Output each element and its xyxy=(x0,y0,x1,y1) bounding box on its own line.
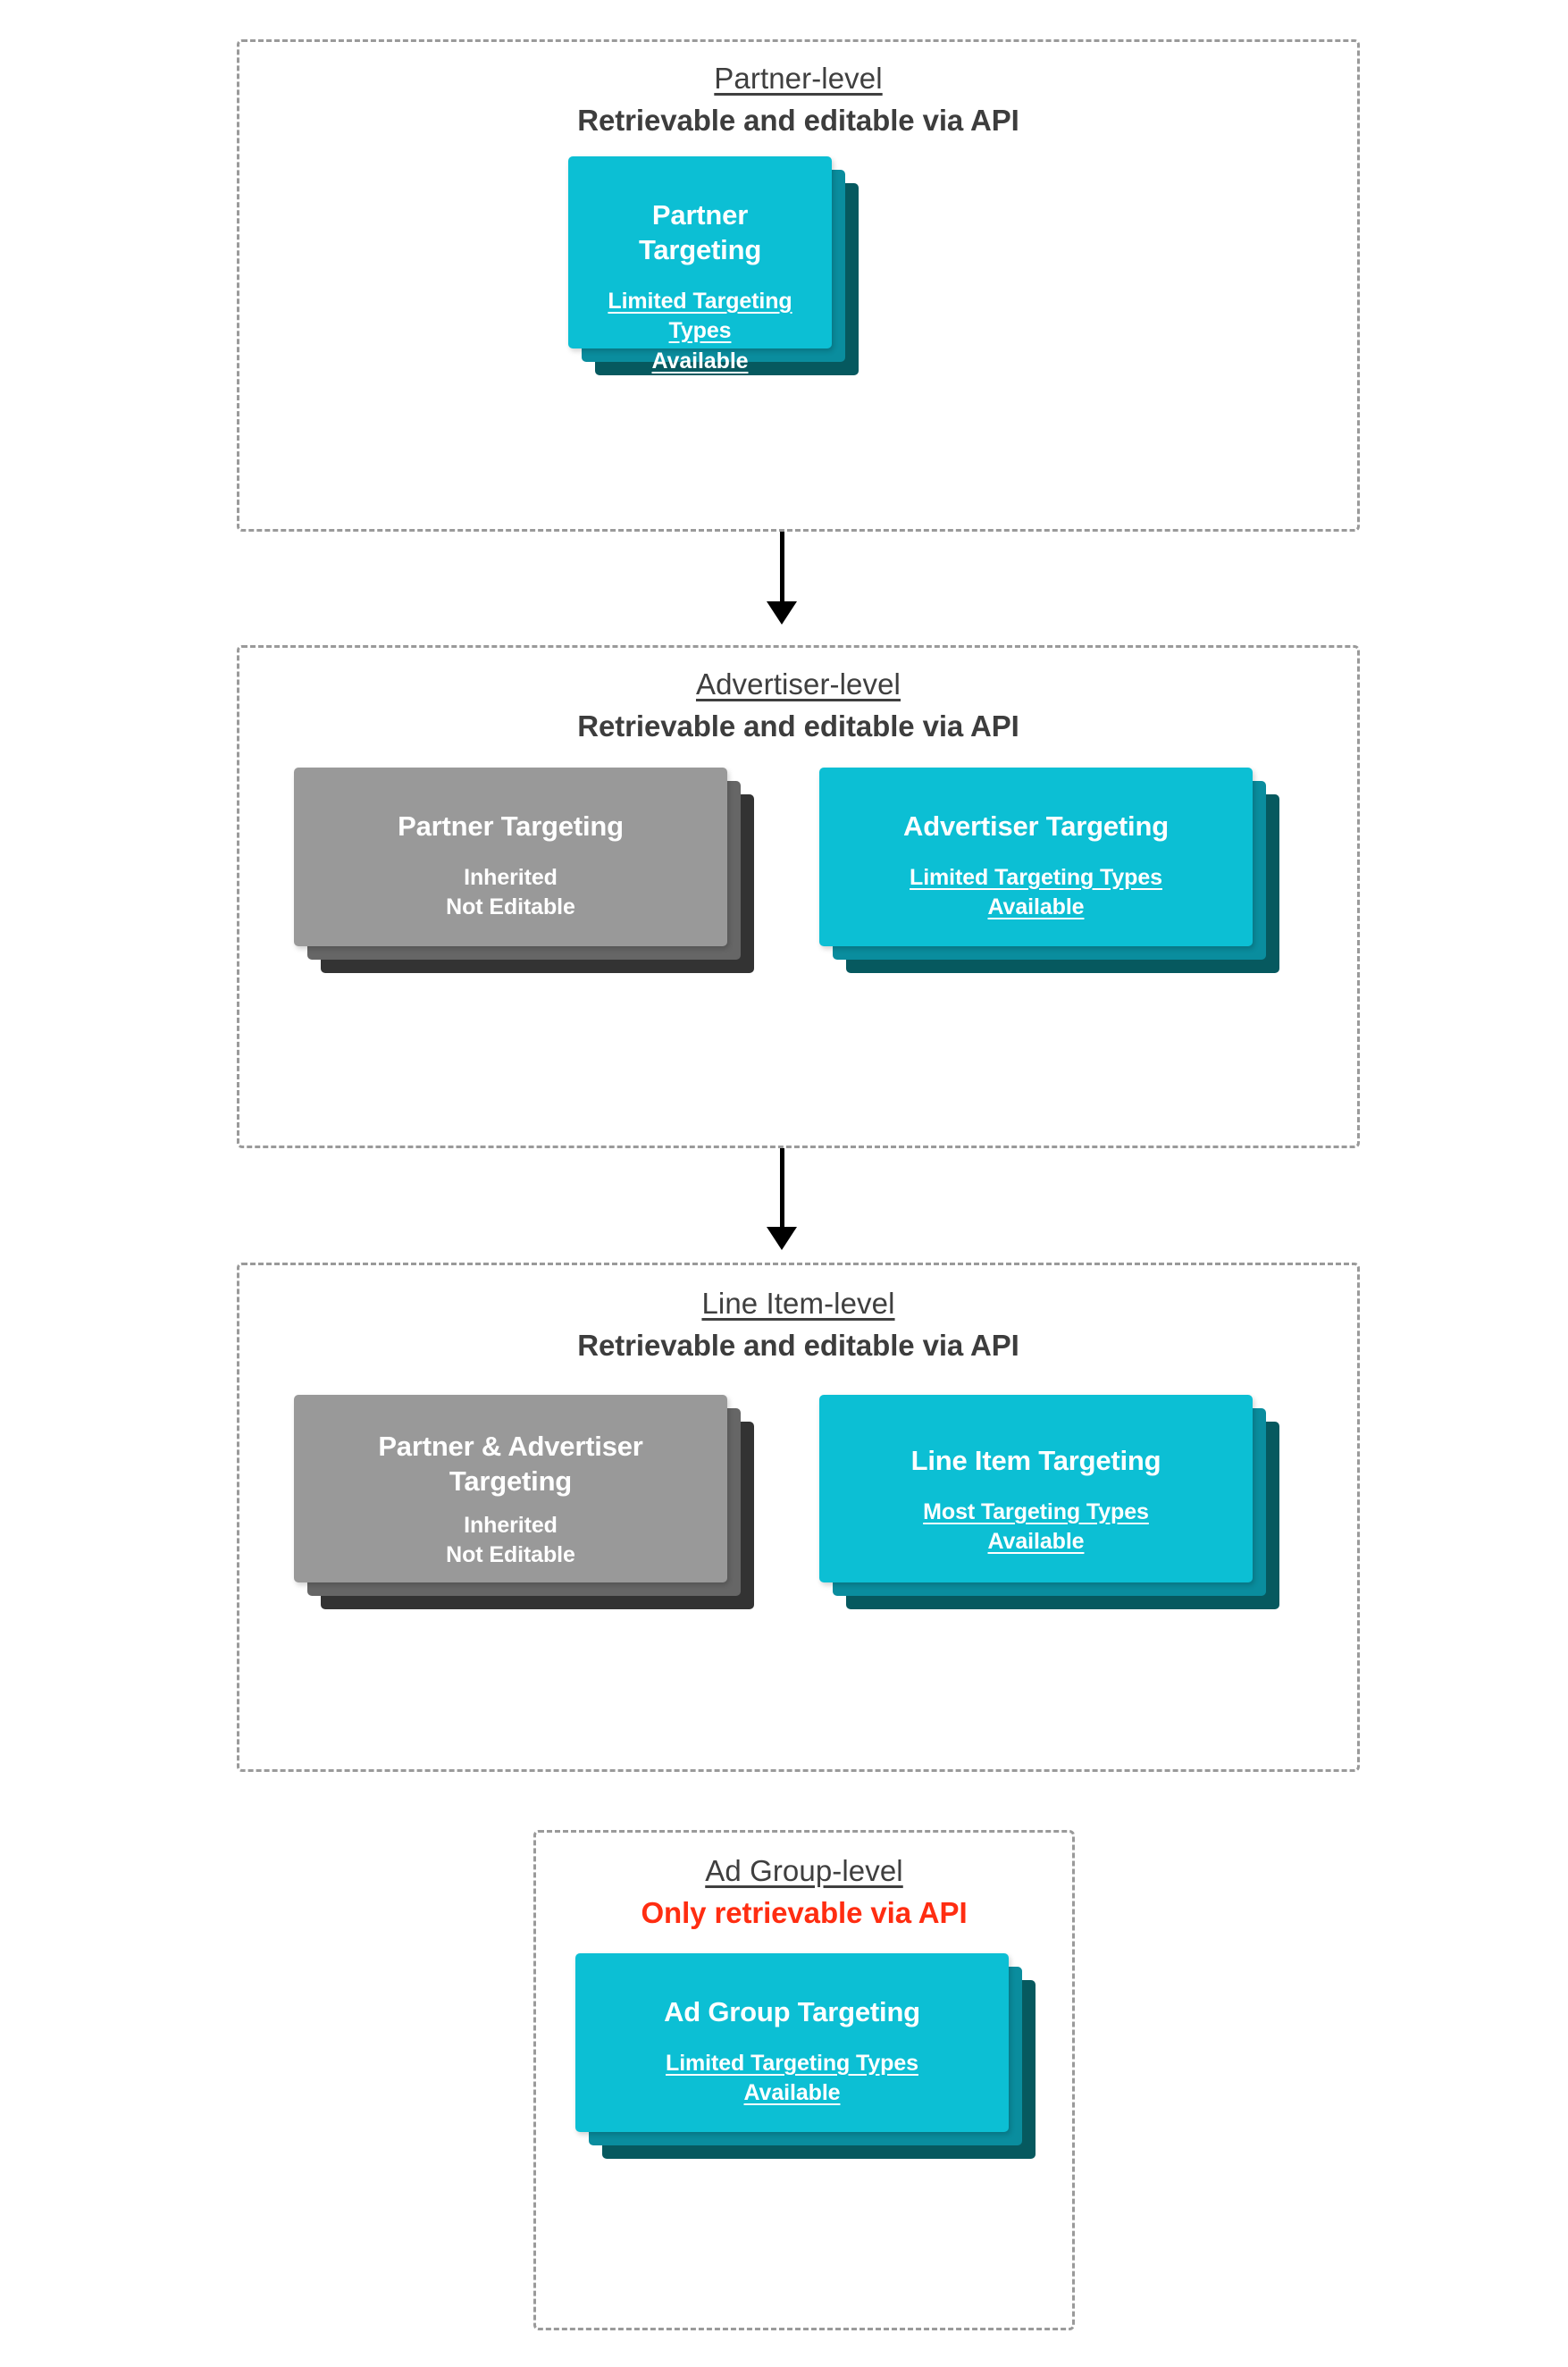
level-heading-partner: Partner-level Retrievable and editable v… xyxy=(239,60,1357,139)
card-line-item-targeting[interactable]: Line Item Targeting Most Targeting Types… xyxy=(819,1395,1284,1649)
arrow-shaft xyxy=(779,1148,784,1229)
card-subtitle-line2: Available xyxy=(743,2080,841,2106)
level-box-partner: Partner-level Retrievable and editable v… xyxy=(237,39,1360,532)
arrow-head-icon xyxy=(767,601,797,625)
card-subtitle-line2: Available xyxy=(987,894,1085,920)
card-subtitle-line1: Limited Targeting Types xyxy=(910,865,1162,891)
card-layer-front: Advertiser Targeting Limited Targeting T… xyxy=(819,768,1253,946)
level-api-note-advertiser: Retrievable and editable via API xyxy=(577,709,1019,743)
card-title: Line Item Targeting xyxy=(910,1445,1161,1476)
card-layer-front: Line Item Targeting Most Targeting Types… xyxy=(819,1395,1253,1582)
card-subtitle: Limited Targeting Types Available xyxy=(666,2049,918,2109)
level-heading-line-item: Line Item-level Retrievable and editable… xyxy=(239,1285,1357,1364)
card-title: Ad Group Targeting xyxy=(664,1996,920,2027)
card-subtitle-line2: Not Editable xyxy=(446,1542,575,1568)
card-subtitle-line2: Available xyxy=(987,1529,1085,1555)
card-subtitle-line1: Inherited xyxy=(464,1513,558,1539)
level-api-note-ad-group: Only retrievable via API xyxy=(641,1896,968,1930)
level-title-partner: Partner-level xyxy=(714,62,883,95)
card-subtitle-line2: Not Editable xyxy=(446,894,575,920)
level-heading-advertiser: Advertiser-level Retrievable and editabl… xyxy=(239,666,1357,745)
card-title: Advertiser Targeting xyxy=(903,810,1169,842)
card-subtitle: Limited Targeting Types Available xyxy=(591,287,809,376)
card-title: Partner Targeting xyxy=(638,199,762,266)
card-layer-front: Ad Group Targeting Limited Targeting Typ… xyxy=(575,1953,1009,2132)
card-subtitle: Inherited Not Editable xyxy=(446,863,575,923)
card-subtitle: Limited Targeting Types Available xyxy=(910,863,1162,923)
level-title-ad-group: Ad Group-level xyxy=(705,1854,903,1887)
card-subtitle: Inherited Not Editable xyxy=(446,1511,575,1571)
level-title-advertiser: Advertiser-level xyxy=(695,667,901,701)
arrow-head-icon xyxy=(767,1227,797,1250)
card-ad-group-targeting[interactable]: Ad Group Targeting Limited Targeting Typ… xyxy=(575,1953,1040,2199)
card-advertiser-targeting[interactable]: Advertiser Targeting Limited Targeting T… xyxy=(819,768,1284,1013)
card-title-line1: Partner & Advertiser xyxy=(378,1431,643,1462)
card-subtitle-line1: Most Targeting Types xyxy=(923,1499,1149,1525)
card-title: Partner Targeting xyxy=(398,810,624,842)
level-title-line-item: Line Item-level xyxy=(701,1287,895,1320)
card-layer-front: Partner Targeting Limited Targeting Type… xyxy=(568,156,832,374)
card-subtitle: Most Targeting Types Available xyxy=(923,1498,1149,1557)
card-partner-targeting[interactable]: Partner Targeting Limited Targeting Type… xyxy=(568,156,863,380)
level-box-line-item: Line Item-level Retrievable and editable… xyxy=(237,1263,1360,1772)
card-title-line2: Targeting xyxy=(449,1465,573,1498)
card-subtitle-line1: Limited Targeting Types xyxy=(608,289,792,344)
level-box-advertiser: Advertiser-level Retrievable and editabl… xyxy=(237,645,1360,1148)
arrow-advertiser-to-line-item xyxy=(761,1148,802,1250)
card-subtitle-line2: Available xyxy=(651,348,749,374)
card-title: Partner & Advertiser Targeting xyxy=(378,1429,643,1498)
level-api-note-line-item: Retrievable and editable via API xyxy=(577,1329,1019,1363)
card-layer-front: Partner Targeting Inherited Not Editable xyxy=(294,768,727,946)
card-inherited-partner-targeting[interactable]: Partner Targeting Inherited Not Editable xyxy=(294,768,759,1013)
card-layer-front: Partner & Advertiser Targeting Inherited… xyxy=(294,1395,727,1582)
level-box-ad-group: Ad Group-level Only retrievable via API … xyxy=(533,1830,1075,2330)
arrow-partner-to-advertiser xyxy=(761,532,802,625)
card-inherited-partner-advertiser-targeting[interactable]: Partner & Advertiser Targeting Inherited… xyxy=(294,1395,759,1649)
level-api-note-partner: Retrievable and editable via API xyxy=(577,104,1019,138)
level-heading-ad-group: Ad Group-level Only retrievable via API xyxy=(536,1852,1072,1932)
card-subtitle-line1: Inherited xyxy=(464,865,558,891)
arrow-shaft xyxy=(779,532,784,603)
card-subtitle-line1: Limited Targeting Types xyxy=(666,2051,918,2077)
